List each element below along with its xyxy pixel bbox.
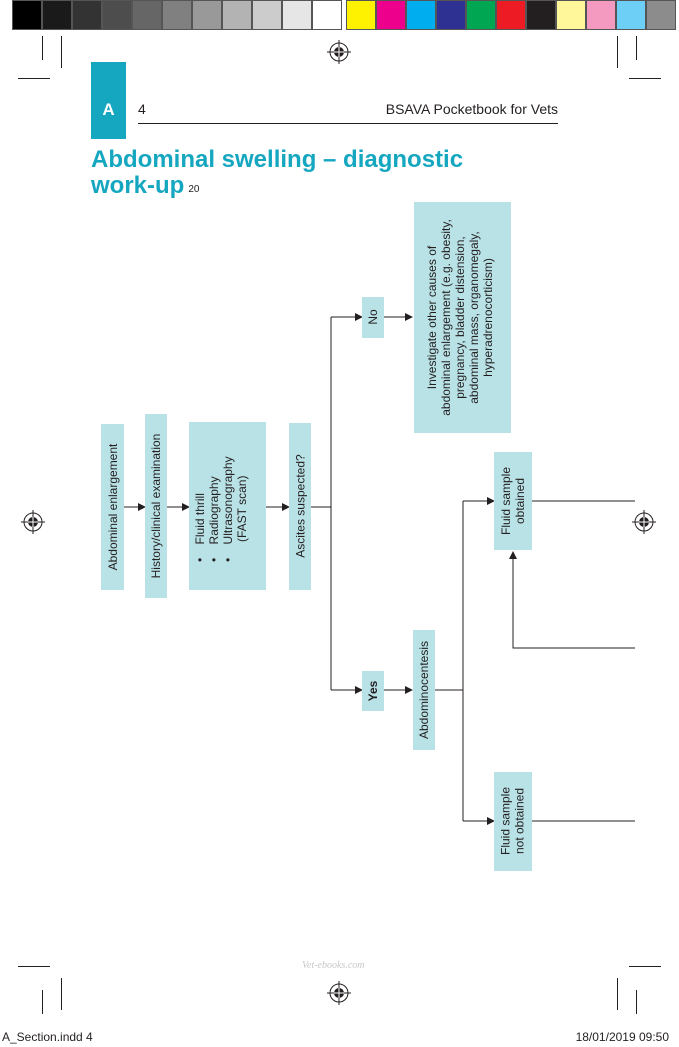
color-swatch (496, 0, 526, 30)
reference-number: 20 (188, 184, 200, 195)
box-history-exam: History/clinical examination (145, 414, 167, 598)
other-causes-line: abdominal mass, organomegaly, (467, 231, 481, 404)
other-causes-text: Investigate other causes of abdominal en… (425, 202, 500, 433)
box-abdominal-enlargement: Abdominal enlargement (101, 424, 124, 590)
registration-mark (632, 510, 656, 534)
color-swatch (436, 0, 466, 30)
box-ascites-suspected: Ascites suspected? (289, 423, 311, 590)
color-swatch (466, 0, 496, 30)
box-other-causes: Investigate other causes of abdominal en… (414, 202, 511, 433)
box-yes: Yes (362, 671, 384, 711)
footer-date-time: 18/01/2019 09:50 (575, 1030, 669, 1044)
color-swatch (192, 0, 222, 30)
label-ascites-suspected: Ascites suspected? (293, 454, 308, 558)
other-causes-line: hyperadrenocorticism) (481, 258, 495, 377)
color-swatch (222, 0, 252, 30)
test-item: • Ultrasonography (221, 456, 235, 562)
test-radiography: Radiography (207, 476, 221, 545)
label-history-exam: History/clinical examination (149, 433, 163, 579)
fluid-obtained-text: Fluid sample obtained (499, 452, 527, 550)
color-swatch (556, 0, 586, 30)
color-swatch (132, 0, 162, 30)
box-fluid-not-obtained: Fluid sample not obtained (494, 772, 532, 871)
page-title-text: Abdominal swelling – diagnostic work-up (91, 146, 464, 199)
tests-list: • Fluid thrill • Radiography • Ultrasono… (193, 418, 251, 574)
color-swatch (646, 0, 676, 30)
color-swatch (586, 0, 616, 30)
fluid-obtained-line: Fluid sample (499, 466, 513, 536)
test-fast-scan: (FAST scan) (235, 475, 249, 542)
label-abdominal-enlargement: Abdominal enlargement (106, 443, 120, 571)
footer-file: A_Section.indd 4 (2, 1030, 93, 1044)
color-swatch (282, 0, 312, 30)
color-swatch (102, 0, 132, 30)
registration-mark (21, 510, 45, 534)
color-swatch (162, 0, 192, 30)
test-item: (FAST scan) (235, 418, 249, 562)
box-fluid-obtained: Fluid sample obtained (494, 452, 532, 550)
section-letter: A (102, 100, 115, 119)
section-tab: A (91, 62, 126, 139)
fluid-not-obtained-line: Fluid sample (498, 786, 513, 856)
label-no: No (366, 309, 380, 325)
page-number: 4 (138, 101, 146, 117)
color-swatch (616, 0, 646, 30)
color-swatch (12, 0, 42, 30)
running-head: BSAVA Pocketbook for Vets (385, 101, 558, 117)
color-swatch (376, 0, 406, 30)
color-swatch (72, 0, 102, 30)
color-swatch (42, 0, 72, 30)
fluid-obtained-line: obtained (513, 477, 527, 525)
test-item: • Fluid thrill (193, 493, 207, 562)
fluid-not-obtained-line: not obtained (512, 787, 527, 855)
box-abdominocentesis: Abdominocentesis (413, 630, 435, 750)
color-swatch (526, 0, 556, 30)
registration-mark (327, 40, 351, 64)
color-swatch (312, 0, 342, 30)
color-swatch (346, 0, 376, 30)
other-causes-line: pregnancy, bladder distension, (453, 236, 467, 399)
fluid-not-obtained-text: Fluid sample not obtained (499, 772, 527, 871)
arrow-return-to-fluid-obtained (509, 551, 635, 649)
label-yes: Yes (366, 680, 380, 702)
registration-mark (327, 981, 351, 1005)
watermark: Vet-ebooks.com (302, 960, 365, 971)
test-ultrasonography: Ultrasonography (221, 456, 235, 545)
label-abdominocentesis: Abdominocentesis (417, 640, 431, 740)
other-causes-line: Investigate other causes of (425, 245, 439, 390)
header-rule (138, 123, 558, 124)
color-swatch (406, 0, 436, 30)
box-no: No (362, 297, 384, 338)
test-item: • Radiography (207, 476, 221, 562)
color-swatch (252, 0, 282, 30)
other-causes-line: abdominal enlargement (e.g. obesity, (439, 219, 453, 416)
test-fluid-thrill: Fluid thrill (193, 493, 207, 545)
box-tests: • Fluid thrill • Radiography • Ultrasono… (189, 422, 266, 590)
